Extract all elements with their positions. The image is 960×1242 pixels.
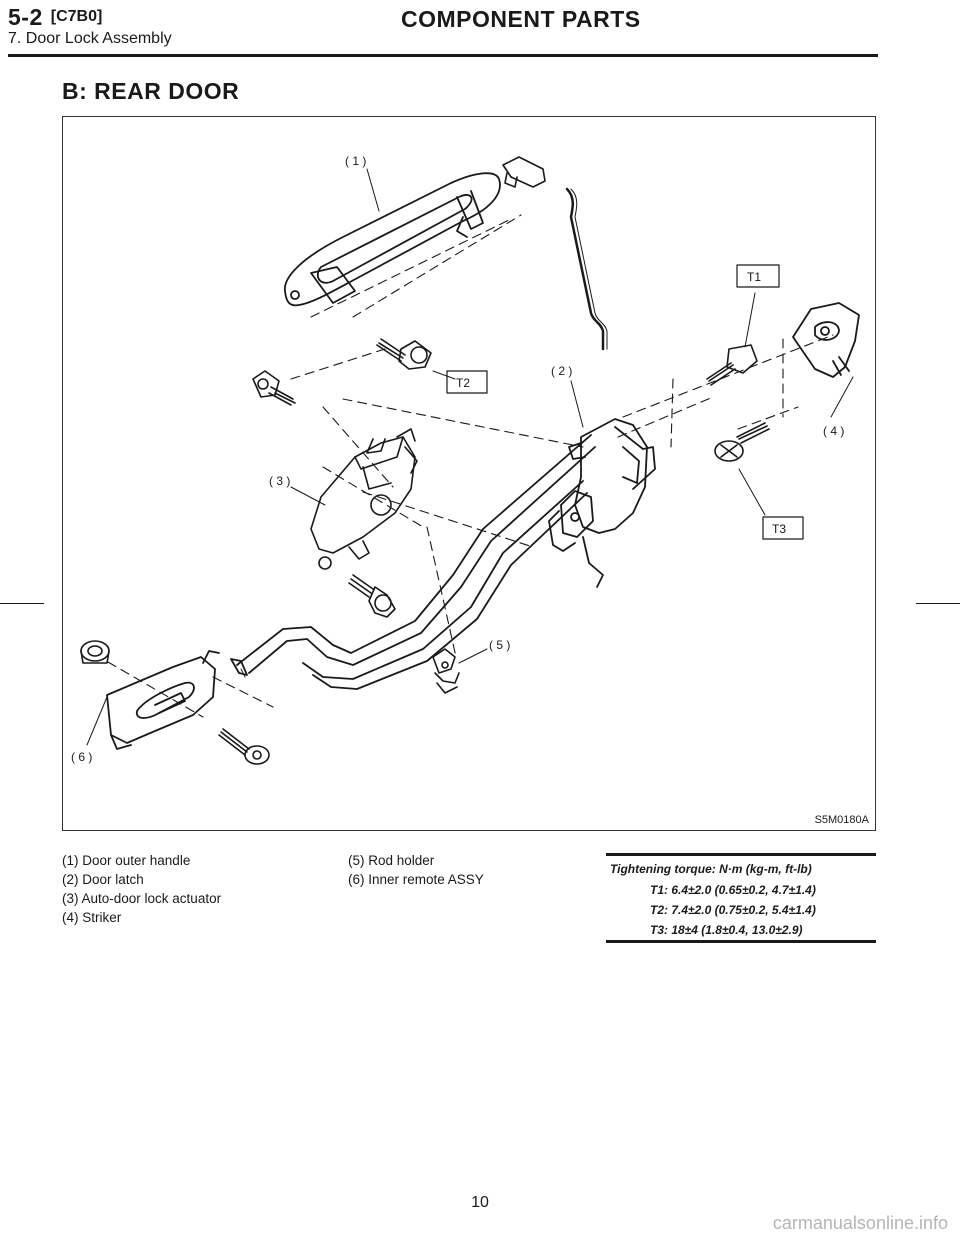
section-number: 5-2 bbox=[8, 4, 43, 30]
screw-t3 bbox=[714, 422, 770, 462]
callout-2: ( 2 ) bbox=[551, 364, 572, 378]
section-header: 5-2 [C7B0] bbox=[8, 4, 102, 31]
legend-item: (2) Door latch bbox=[62, 872, 144, 887]
legend-item: (1) Door outer handle bbox=[62, 853, 191, 868]
subsection-title: 7. Door Lock Assembly bbox=[8, 30, 172, 47]
callout-5: ( 5 ) bbox=[489, 638, 510, 652]
control-rod bbox=[565, 187, 605, 351]
screw-actuator-top bbox=[252, 370, 296, 406]
legend-item: (4) Striker bbox=[62, 910, 122, 925]
rod-clip-top bbox=[502, 156, 546, 188]
callout-4: ( 4 ) bbox=[823, 424, 844, 438]
callout-3: ( 3 ) bbox=[269, 474, 290, 488]
screw-actuator-bottom bbox=[348, 574, 396, 618]
section-heading: B: REAR DOOR bbox=[62, 78, 240, 104]
screw-remote bbox=[218, 728, 270, 765]
t3-box bbox=[762, 516, 804, 540]
screw-t2 bbox=[376, 338, 432, 370]
striker bbox=[792, 302, 860, 378]
callout-6: ( 6 ) bbox=[71, 750, 92, 764]
legend-item: (5) Rod holder bbox=[348, 853, 435, 868]
legend-left: (1) Door outer handle (2) Door latch (3)… bbox=[62, 851, 221, 927]
torque-title: Tightening torque: N·m (kg-m, ft-lb) bbox=[610, 862, 812, 876]
section-code: [C7B0] bbox=[50, 8, 103, 25]
door-outer-handle bbox=[284, 172, 501, 307]
callout-t2: T2 bbox=[456, 376, 470, 390]
callout-t3: T3 bbox=[772, 522, 786, 536]
rod-holder bbox=[432, 648, 460, 694]
legend-item: (3) Auto-door lock actuator bbox=[62, 891, 222, 906]
torque-t3: T3: 18±4 (1.8±0.4, 13.0±2.9) bbox=[650, 923, 803, 937]
callout-1: ( 1 ) bbox=[345, 154, 366, 168]
door-latch bbox=[548, 418, 656, 588]
callout-t1: T1 bbox=[747, 270, 761, 284]
exploded-diagram: ( 1 ) ( 2 ) ( 3 ) ( 4 ) ( 5 ) ( 6 ) T1 T… bbox=[62, 116, 876, 831]
page-title: COMPONENT PARTS bbox=[401, 6, 641, 32]
assembly-lines bbox=[107, 214, 834, 718]
leader-lines bbox=[86, 168, 854, 746]
t2-box bbox=[446, 370, 488, 394]
diagram-drawing: ( 1 ) ( 2 ) ( 3 ) ( 4 ) ( 5 ) ( 6 ) T1 T… bbox=[71, 154, 860, 765]
screw-t1 bbox=[706, 344, 758, 386]
torque-t2: T2: 7.4±2.0 (0.75±0.2, 5.4±1.4) bbox=[650, 903, 816, 917]
crop-mark-right bbox=[916, 603, 960, 604]
torque-t1: T1: 6.4±2.0 (0.65±0.2, 4.7±1.4) bbox=[650, 883, 816, 897]
crop-mark-left bbox=[0, 603, 44, 604]
torque-box: Tightening torque: N·m (kg-m, ft-lb) T1:… bbox=[606, 853, 876, 943]
remote-rods bbox=[230, 434, 596, 690]
figure-code: S5M0180A bbox=[814, 814, 869, 826]
watermark: carmanualsonline.info bbox=[772, 1213, 948, 1233]
page-number: 10 bbox=[471, 1194, 489, 1211]
legend-right: (5) Rod holder (6) Inner remote ASSY bbox=[348, 851, 484, 889]
door-lock-actuator bbox=[310, 428, 418, 570]
header-rule bbox=[8, 54, 878, 57]
legend-item: (6) Inner remote ASSY bbox=[348, 872, 484, 887]
t1-box bbox=[736, 264, 780, 288]
inner-remote-assy bbox=[106, 650, 220, 750]
grommet bbox=[80, 640, 110, 664]
